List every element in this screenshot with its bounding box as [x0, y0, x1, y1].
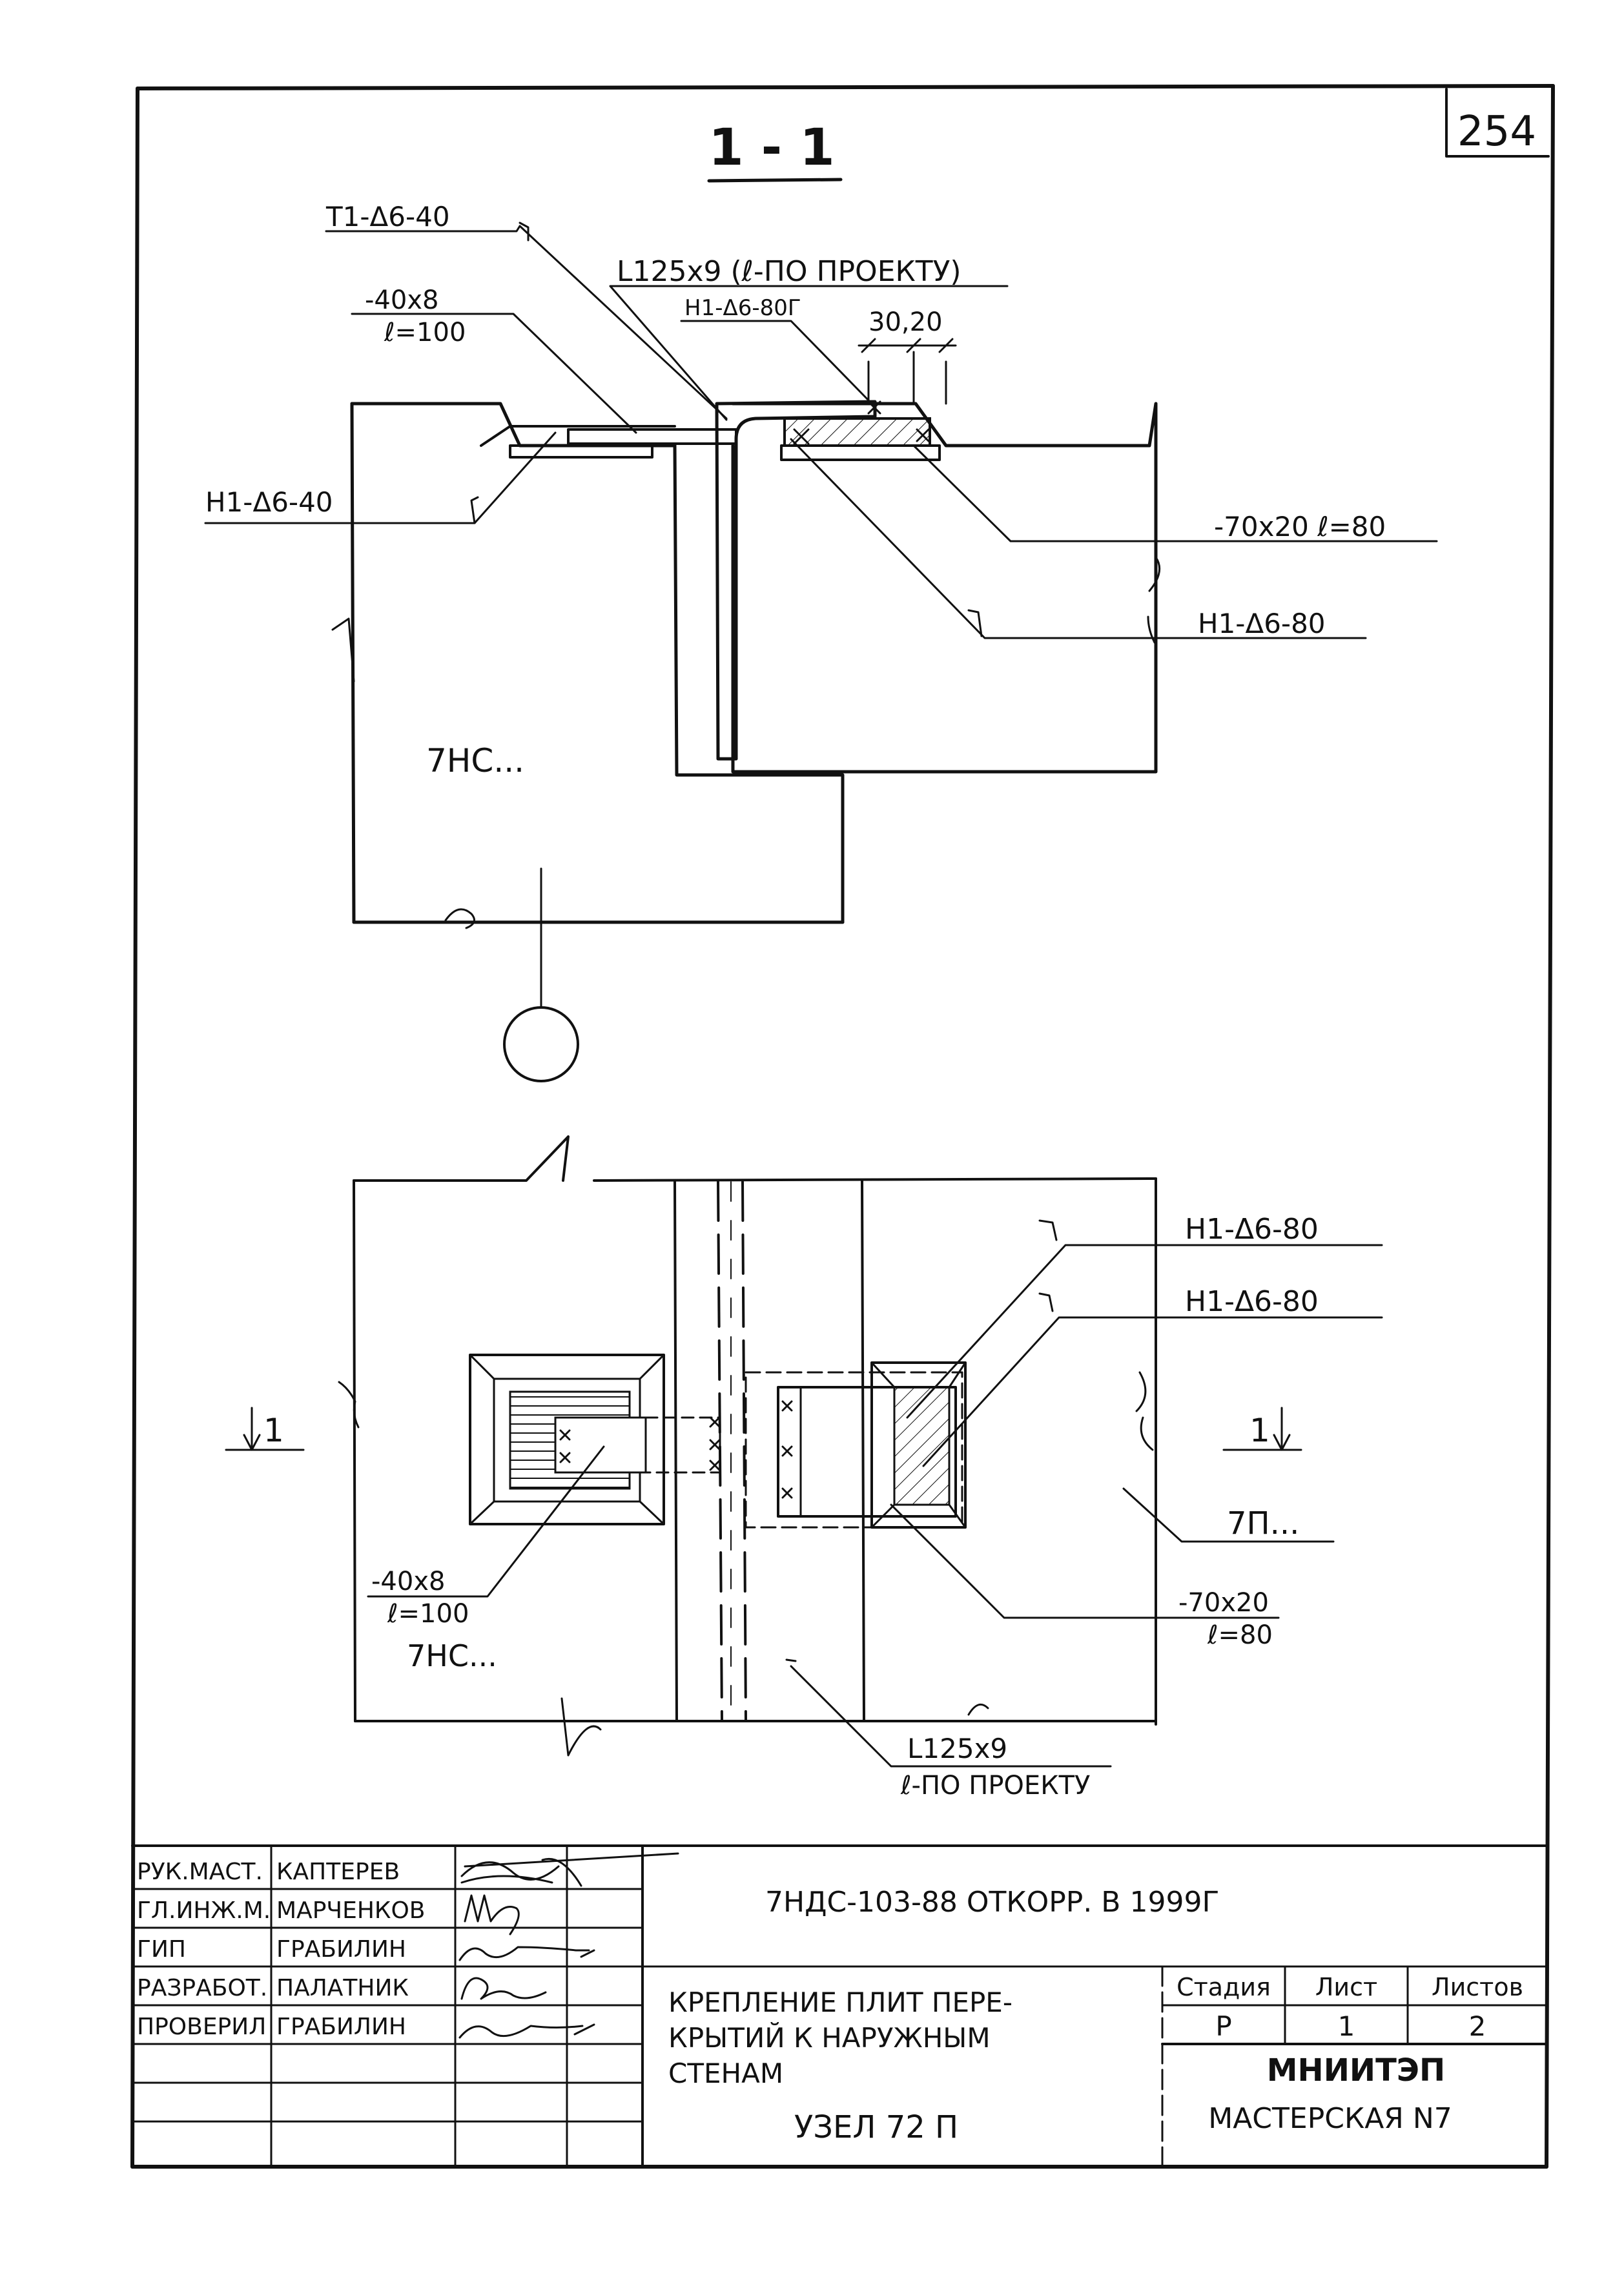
plan-callouts: Н1-Δ6-80 Н1-Δ6-80 7П... -40х8 ℓ=100 7НС.…	[367, 1213, 1383, 1801]
role-4: ПРОВЕРИЛ	[137, 2014, 266, 2040]
name-1: МАРЧЕНКОВ	[276, 1897, 425, 1924]
doc-code: 7НДС-103-88 ОТКОРР. В 1999Г	[765, 1886, 1219, 1919]
callout-angle: L125х9 (ℓ-ПО ПРОЕКТУ)	[617, 255, 961, 288]
plan-angle-a: L125х9	[907, 1733, 1007, 1764]
plan-plate-40-b: ℓ=100	[387, 1599, 469, 1629]
plan-weld-2: Н1-Δ6-80	[1185, 1285, 1319, 1318]
title-block: РУК.МАСТ. ГЛ.ИНЖ.М. ГИП РАЗРАБОТ. ПРОВЕР…	[131, 1844, 1548, 2168]
sheet-number: 254	[1457, 108, 1536, 156]
section-floor-slab	[731, 402, 1161, 774]
plan-plate-70-a: -70х20	[1178, 1588, 1269, 1618]
callout-plate-40-b: ℓ=100	[384, 318, 466, 347]
plan-plate-40-a: -40х8	[371, 1567, 445, 1596]
plan-right-embed	[745, 1361, 967, 1529]
name-4: ГРАБИЛИН	[276, 2014, 406, 2040]
callout-weld-h1-80: Н1-Δ6-80	[1198, 608, 1326, 639]
axis-marker	[503, 867, 579, 1082]
role-1: ГЛ.ИНЖ.М.	[137, 1897, 271, 1924]
node-label: УЗЕЛ 72 П	[794, 2109, 958, 2145]
section-wall-panel: 7НС...	[331, 402, 845, 929]
plan-left-embed	[469, 1354, 721, 1525]
section-title: 1 - 1	[708, 119, 834, 177]
org-name: МНИИТЭП	[1267, 2052, 1445, 2089]
name-3: ПАЛАТНИК	[276, 1975, 409, 2001]
plan-wall-panel-label: 7НС...	[407, 1638, 497, 1673]
plan-view: 1 1 Н1-Δ6-80 Н1-Δ6-80 7П... -40х8 ℓ=100 …	[225, 1135, 1383, 1801]
description-line-0: КРЕПЛЕНИЕ ПЛИТ ПЕРЕ-	[668, 1987, 1012, 2018]
callout-plate-40-a: -40х8	[365, 285, 438, 315]
description-line-2: СТЕНАМ	[668, 2058, 783, 2089]
section-wall-panel-label: 7НС...	[426, 742, 524, 779]
plan-plate-70-b: ℓ=80	[1207, 1620, 1273, 1650]
stage-value: Р	[1215, 2010, 1231, 2042]
role-3: РАЗРАБОТ.	[137, 1975, 267, 2001]
sheets-label: Листов	[1432, 1973, 1523, 2001]
callout-weld-h1-40: Н1-Δ6-40	[205, 486, 333, 518]
sheet-label: Лист	[1315, 1973, 1377, 2001]
name-0: КАПТЕРЕВ	[276, 1859, 400, 1885]
plan-angle	[673, 1179, 865, 1722]
dimension-label: 30,20	[869, 307, 943, 337]
role-2: ГИП	[137, 1936, 186, 1963]
plan-angle-b: ℓ-ПО ПРОЕКТУ	[900, 1771, 1090, 1801]
signatures	[458, 1852, 679, 2039]
section-dimension: 30,20	[858, 307, 957, 405]
section-view: 1 - 1 7НС...	[204, 119, 1438, 1082]
sheet-number-box: 254	[1445, 88, 1550, 158]
name-2: ГРАБИЛИН	[276, 1936, 406, 1963]
section-mark-right-label: 1	[1249, 1412, 1270, 1449]
plan-weld-1: Н1-Δ6-80	[1185, 1213, 1319, 1246]
plan-outline	[338, 1135, 1157, 1757]
section-mark-right: 1	[1222, 1407, 1302, 1451]
sheet-value: 1	[1338, 2010, 1355, 2042]
section-steel-angle	[715, 400, 877, 761]
sheets-value: 2	[1469, 2010, 1486, 2042]
sheet-frame	[130, 84, 1555, 2169]
section-mark-left: 1	[225, 1407, 305, 1451]
role-0: РУК.МАСТ.	[137, 1859, 263, 1885]
callout-plate-70: -70х20 ℓ=80	[1214, 511, 1386, 542]
section-mark-left-label: 1	[263, 1412, 284, 1449]
section-callouts: Т1-Δ6-40 L125х9 (ℓ-ПО ПРОЕКТУ) -40х8 ℓ=1…	[204, 201, 1438, 639]
description-line-1: КРЫТИЙ К НАРУЖНЫМ	[668, 2021, 991, 2054]
stage-label: Стадия	[1177, 1973, 1271, 2001]
section-right-embed	[780, 400, 941, 461]
callout-weld-t1: Т1-Δ6-40	[325, 201, 450, 232]
plan-slab-label: 7П...	[1227, 1505, 1299, 1542]
callout-weld-h1-80g: Н1-Δ6-80Г	[684, 295, 801, 321]
workshop-name: МАСТЕРСКАЯ N7	[1208, 2102, 1452, 2135]
